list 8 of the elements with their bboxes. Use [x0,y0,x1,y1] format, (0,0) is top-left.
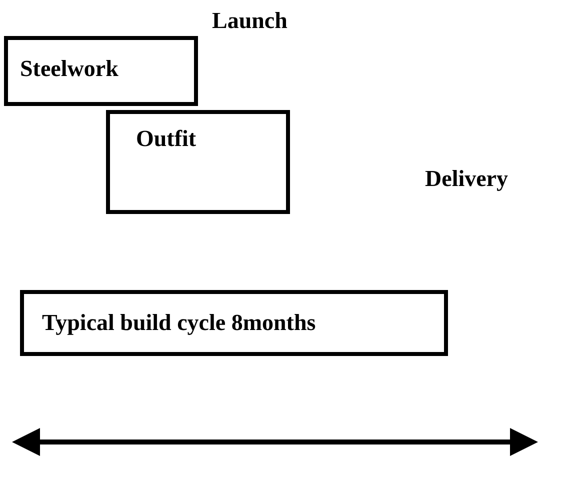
process-box [106,110,290,214]
box-label: Steelwork [20,56,118,82]
process-box [4,36,198,106]
box-label: Outfit [136,126,196,152]
milestone-label: Launch [212,8,288,34]
process-box [20,290,448,356]
box-label: Typical build cycle 8months [42,310,316,336]
milestone-label: Delivery [425,166,508,192]
